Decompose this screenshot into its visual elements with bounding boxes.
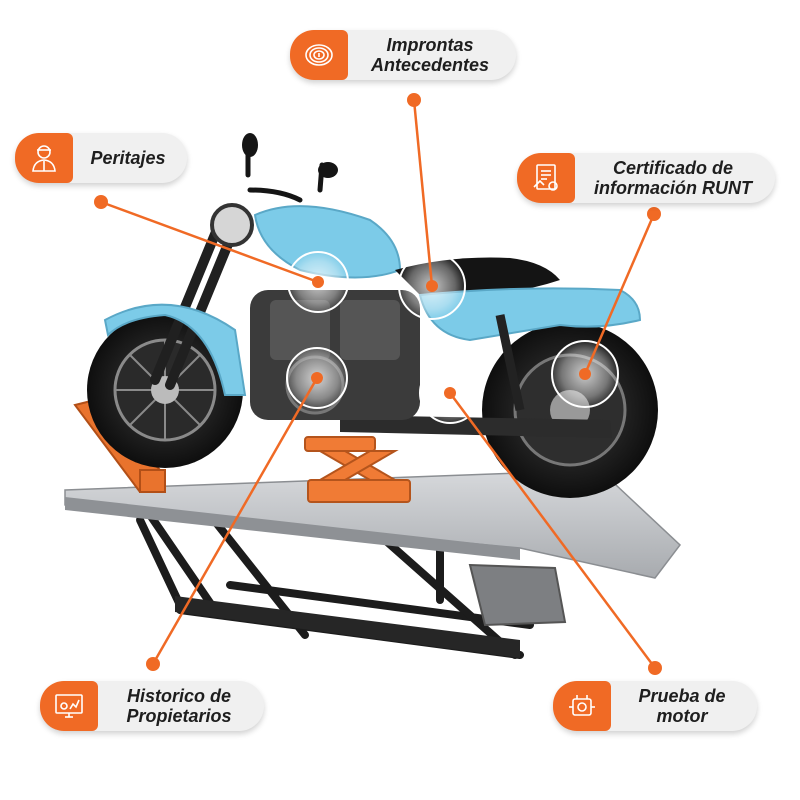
scissor-jack [304, 436, 411, 503]
leader-prueba [448, 392, 657, 669]
callout-label: Peritajes [90, 148, 166, 168]
fingerprint-icon [290, 30, 348, 80]
callout-label: Historico de Propietarios [126, 686, 232, 726]
monitor-history-icon [40, 681, 98, 731]
callout-historico: Historico de Propietarios [40, 681, 264, 731]
callout-runt: Certificado de información RUNT [517, 153, 775, 203]
handlebars [245, 142, 325, 203]
lift-base-rail [175, 596, 520, 658]
lift-ramp-box [468, 563, 567, 627]
rear-fender [418, 287, 642, 342]
callout-prueba: Prueba de motor [553, 681, 757, 731]
certificate-icon [517, 153, 575, 203]
leader-historico [151, 377, 319, 665]
front-fender [103, 303, 247, 396]
headlight [210, 203, 254, 247]
callout-label: Certificado de información RUNT [593, 158, 752, 198]
leader-runt [583, 213, 656, 375]
inspector-icon [15, 133, 73, 183]
callout-peritajes: Peritajes [15, 133, 187, 183]
callout-label: Prueba de motor [638, 686, 726, 726]
leader-lines [100, 99, 657, 669]
callout-improntas: Improntas Antecedentes [290, 30, 516, 80]
engine-icon [553, 681, 611, 731]
lift-platform-edge [65, 497, 520, 560]
hotspots [286, 251, 619, 424]
callout-label: Improntas Antecedentes [370, 35, 490, 75]
leader-peritajes [100, 200, 319, 284]
leader-end-dots [94, 93, 662, 675]
leader-improntas [412, 99, 434, 287]
